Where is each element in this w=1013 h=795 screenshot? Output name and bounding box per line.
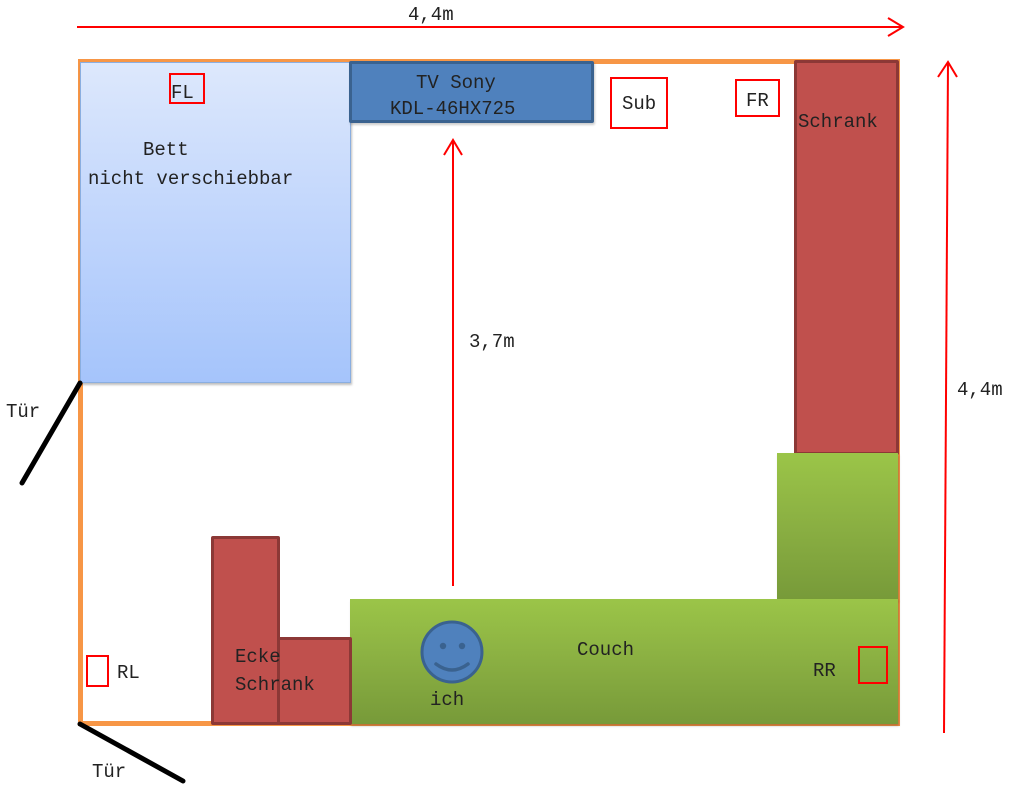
bed[interactable] (80, 62, 351, 383)
bed-label-line1: Bett (143, 139, 189, 161)
height-label: 4,4m (957, 379, 1003, 401)
wall-left (78, 59, 83, 726)
speaker-fl-box[interactable] (169, 73, 205, 104)
speaker-fl-label: FL (171, 82, 194, 104)
speaker-rr-box[interactable] (858, 646, 888, 684)
speaker-sub-box[interactable] (610, 77, 668, 129)
tv[interactable] (349, 61, 594, 123)
couch-label: Couch (577, 639, 635, 661)
height-arrow (937, 60, 958, 734)
corner-cabinet-label-line1: Ecke (235, 646, 281, 668)
width-label: 4,4m (408, 4, 454, 26)
speaker-rr-label: RR (813, 660, 836, 682)
door-left-line[interactable] (19, 380, 83, 486)
speaker-rl-label: RL (117, 662, 140, 684)
corner-cabinet-label-line2: Schrank (235, 674, 315, 696)
viewing-distance-arrow (443, 138, 463, 586)
door-bottom-label: Tür (92, 761, 127, 783)
person-label: ich (430, 689, 465, 711)
viewing-distance-label: 3,7m (469, 331, 515, 353)
tv-label-line2: KDL-46HX725 (390, 98, 516, 120)
corner-cabinet-low[interactable] (277, 637, 352, 725)
wardrobe-label: Schrank (798, 111, 878, 133)
wardrobe[interactable] (794, 60, 899, 455)
bed-label-line2: nicht verschiebbar (88, 168, 294, 190)
tv-label-line1: TV Sony (416, 72, 496, 94)
door-bottom-line[interactable] (77, 721, 186, 784)
speaker-fr-box[interactable] (735, 79, 780, 117)
couch-side-section[interactable] (777, 453, 898, 600)
person-smiley-icon[interactable] (420, 620, 484, 684)
width-arrow (77, 17, 905, 37)
corner-cabinet-tall[interactable] (211, 536, 280, 725)
speaker-sub-label: Sub (622, 93, 657, 115)
door-left-label: Tür (6, 401, 41, 423)
speaker-fr-label: FR (746, 90, 769, 112)
speaker-rl-box[interactable] (86, 655, 109, 687)
